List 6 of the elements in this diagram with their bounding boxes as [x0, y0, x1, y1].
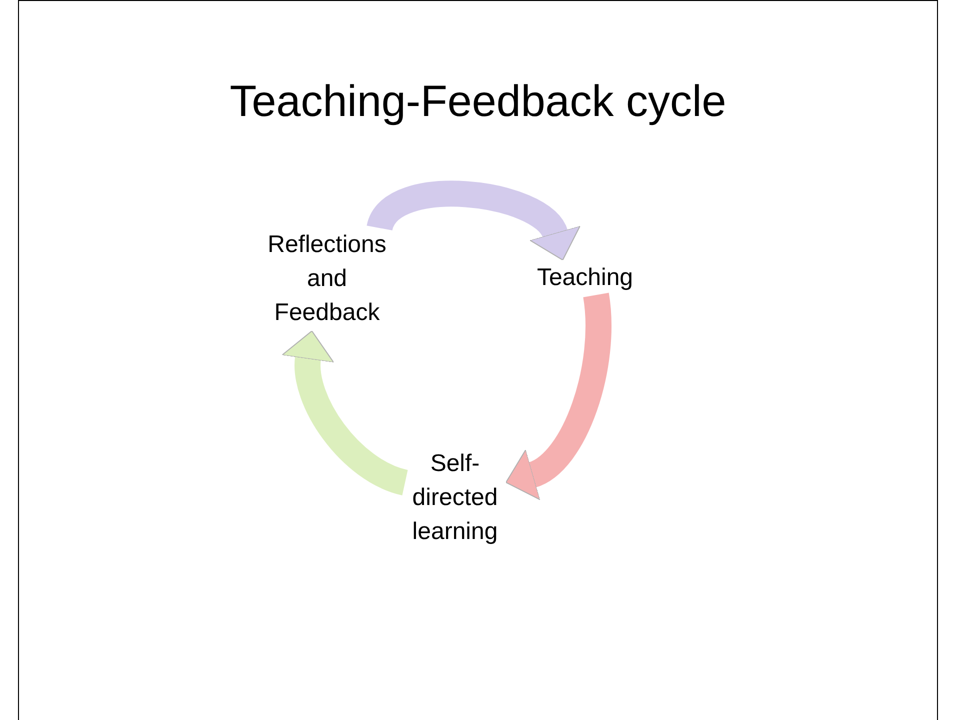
node-label: Teaching: [536, 263, 634, 293]
curved-arrow: [506, 294, 612, 499]
curved-arrow: [368, 180, 578, 258]
node-label: Reflections and Feedback: [266, 230, 388, 328]
node-label: Self-directed learning: [411, 449, 499, 547]
title: Teaching-Feedback cycle: [228, 76, 728, 128]
